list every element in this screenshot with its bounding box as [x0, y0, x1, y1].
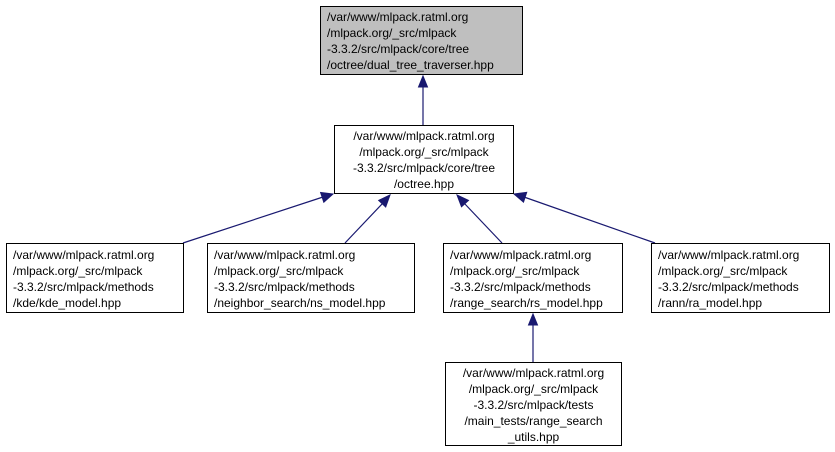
node-dual-tree-traverser-hpp[interactable]: /var/www/mlpack.ratml.org /mlpack.org/_s… — [320, 6, 523, 75]
node-path-line: /mlpack.org/_src/mlpack — [13, 264, 143, 278]
node-octree-hpp[interactable]: /var/www/mlpack.ratml.org /mlpack.org/_s… — [334, 125, 514, 194]
node-path-line: /var/www/mlpack.ratml.org — [462, 366, 605, 380]
node-path-line: -3.3.2/src/mlpack/tests — [473, 398, 594, 412]
node-path-line: /main_tests/range_search — [464, 414, 603, 428]
node-ra-model-hpp[interactable]: /var/www/mlpack.ratml.org /mlpack.org/_s… — [651, 243, 830, 313]
node-range-search-utils-hpp[interactable]: /var/www/mlpack.ratml.org /mlpack.org/_s… — [445, 362, 622, 446]
node-path-line: /mlpack.org/_src/mlpack — [327, 26, 457, 40]
node-path-line: -3.3.2/src/mlpack/methods — [13, 280, 154, 294]
node-path-line: /mlpack.org/_src/mlpack — [359, 145, 489, 159]
node-path-line: -3.3.2/src/mlpack/core/tree — [327, 42, 470, 56]
node-path-line: -3.3.2/src/mlpack/methods — [214, 280, 355, 294]
node-path-line: /mlpack.org/_src/mlpack — [658, 264, 788, 278]
arrowhead — [527, 312, 539, 326]
node-path-line: /octree.hpp — [393, 177, 455, 191]
edge-ns-model-to-octree — [344, 202, 384, 244]
arrowhead — [377, 194, 391, 208]
node-rs-model-hpp[interactable]: /var/www/mlpack.ratml.org /mlpack.org/_s… — [443, 243, 623, 313]
node-path-line: /var/www/mlpack.ratml.org — [658, 248, 800, 262]
node-path-line: /mlpack.org/_src/mlpack — [468, 382, 599, 396]
node-path-line: /var/www/mlpack.ratml.org — [214, 248, 356, 262]
node-path-line: /octree/dual_tree_traverser.hpp — [327, 58, 494, 72]
arrowhead — [319, 191, 335, 204]
node-kde-model-hpp[interactable]: /var/www/mlpack.ratml.org /mlpack.org/_s… — [6, 243, 184, 313]
arrowhead — [456, 194, 470, 208]
node-path-line: /mlpack.org/_src/mlpack — [214, 264, 344, 278]
node-path-line: /rann/ra_model.hpp — [658, 296, 763, 310]
node-path-line: -3.3.2/src/mlpack/core/tree — [352, 161, 496, 175]
node-path-line: -3.3.2/src/mlpack/methods — [450, 280, 591, 294]
node-path-line: /var/www/mlpack.ratml.org — [450, 248, 592, 262]
node-path-line: _utils.hpp — [507, 430, 560, 444]
edge-ra-model-to-octree — [523, 196, 656, 244]
edge-kde-model-to-octree — [182, 196, 324, 244]
node-path-line: /neighbor_search/ns_model.hpp — [214, 296, 386, 310]
node-path-line: /kde/kde_model.hpp — [13, 296, 122, 310]
node-path-line: /var/www/mlpack.ratml.org — [353, 129, 495, 143]
node-ns-model-hpp[interactable]: /var/www/mlpack.ratml.org /mlpack.org/_s… — [207, 243, 415, 313]
arrowhead — [417, 74, 429, 88]
node-path-line: /var/www/mlpack.ratml.org — [327, 10, 469, 24]
node-path-line: /mlpack.org/_src/mlpack — [450, 264, 580, 278]
node-path-line: -3.3.2/src/mlpack/methods — [658, 280, 799, 294]
node-path-line: /var/www/mlpack.ratml.org — [13, 248, 155, 262]
node-path-line: /range_search/rs_model.hpp — [450, 296, 603, 310]
arrowhead — [512, 191, 528, 203]
edge-rs-model-to-octree — [463, 202, 503, 244]
